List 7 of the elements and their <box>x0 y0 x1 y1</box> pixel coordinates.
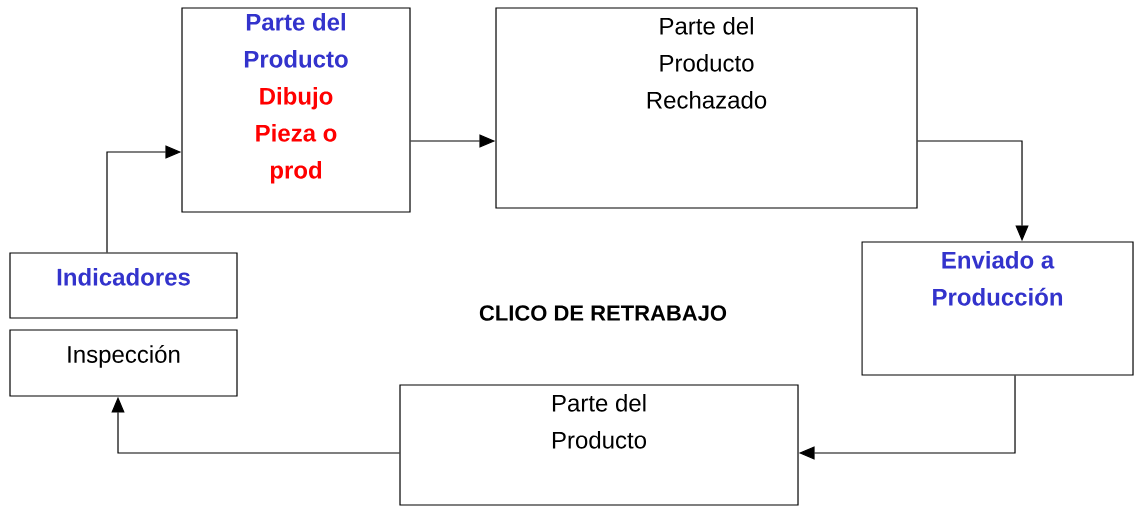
process-box: Parte del Producto <box>399 384 799 506</box>
process-box: Inspección <box>9 329 238 397</box>
process-box: Parte del Producto Dibujo Pieza o prod <box>181 7 411 213</box>
diagram-title: CLICO DE RETRABAJO <box>479 305 727 321</box>
process-box: Enviado a Producción <box>861 241 1134 376</box>
process-box: Indicadores <box>9 252 238 319</box>
process-box: Parte del Producto Rechazado <box>495 7 918 209</box>
